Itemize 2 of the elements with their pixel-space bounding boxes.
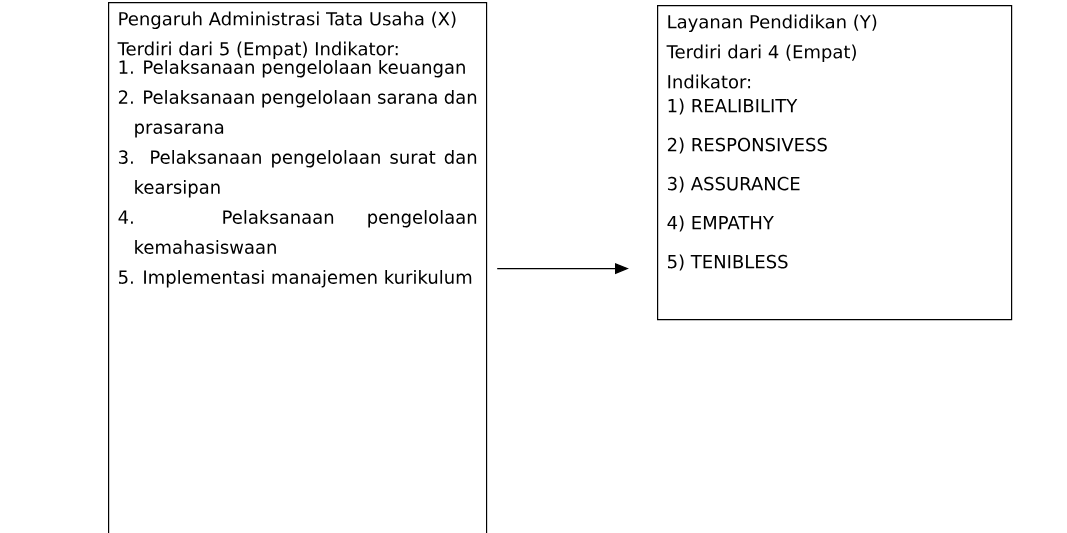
indicator-box: Pengaruh Administrasi Tata Usaha (X) Terdiri dari 5 (Empat) Indikator: 1. Pelaksanaan pengelolaan keuangan 2. Pelaksanaan pengelolaan sarana dan prasarana 3. Pelaksanaan pengelolaan surat dan kearsipan 4. Pelaksanaan pengelolaan kemahasiswaan 5. Implementasi manajemen kurikulum — [108, 2, 488, 533]
indicator-box: Layanan Pendidikan (Y) Terdiri dari 4 (Empat) Indikator: 1) REALIBILITY 2) RESPONSIVESS 3) ASSURANCE 4) EMPATHY 5) TENIBLESS — [657, 5, 1013, 321]
